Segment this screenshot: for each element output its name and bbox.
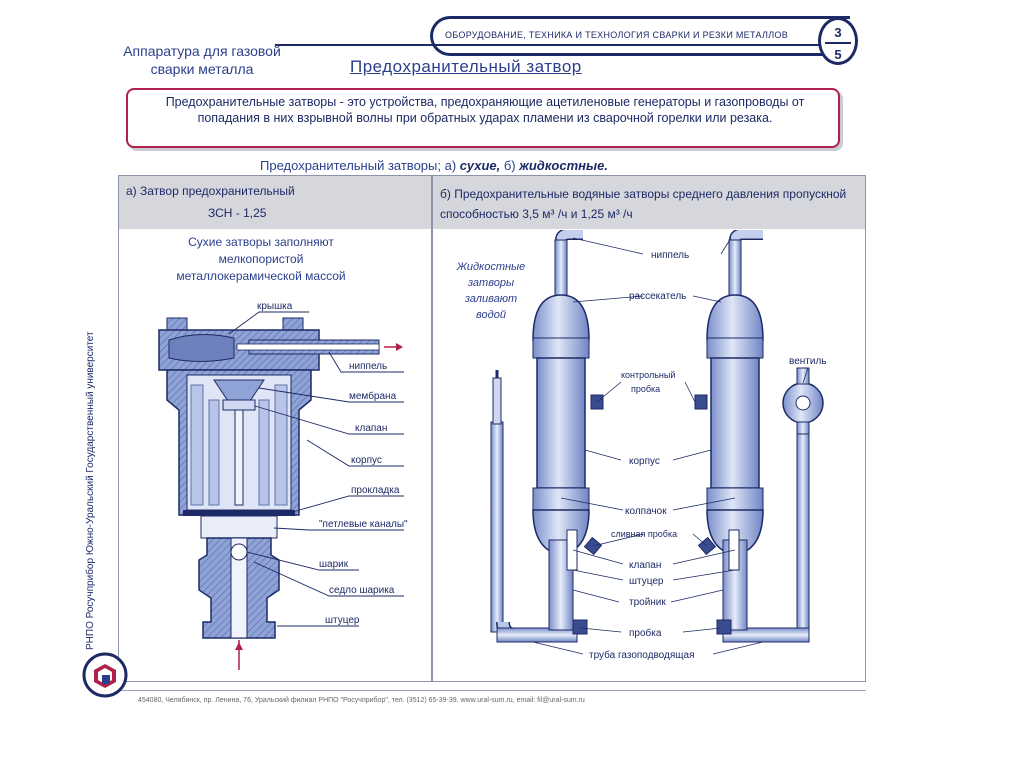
vertical-caption-text: РНПО Росучприбор Южно-Уральский Государс…: [85, 331, 96, 650]
label-ball-seat: седло шарика: [329, 585, 395, 596]
panel-a-head2: ЗСН - 1,25: [208, 206, 267, 220]
definition-box: [126, 88, 840, 148]
section-title: Аппаратура для газовой сварки металла: [102, 42, 302, 78]
panel-a-header: [119, 176, 431, 229]
label-gas-pipe: труба газоподводящая: [589, 649, 694, 661]
subtitle-dry: сухие,: [459, 158, 501, 173]
footer-address: 454080, Челябинск, пр. Ленина, 76, Ураль…: [138, 697, 585, 704]
liquid-note-line1: Жидкостные: [456, 261, 526, 273]
channels-block: [200, 515, 278, 539]
label-lid: крышка: [257, 301, 293, 312]
label-valve-b: клапан: [629, 560, 661, 571]
right-inlet-pipe: [796, 429, 810, 631]
right-nipple-pipe: [728, 239, 742, 301]
label-splitter: рассекатель: [629, 291, 686, 302]
label-gasket: прокладка: [351, 485, 400, 496]
series-text: ОБОРУДОВАНИЕ, ТЕХНИКА И ТЕХНОЛОГИЯ СВАРК…: [445, 30, 788, 40]
liquid-note-line2: затворы: [467, 277, 514, 289]
page-number: 3 5: [818, 17, 858, 65]
flow-arrow-in: [235, 642, 243, 650]
label-fitting: штуцер: [325, 615, 360, 626]
series-tag: [430, 16, 850, 56]
lid-cavity: [168, 333, 235, 362]
dry-note-line1: Сухие затворы заполняют: [188, 235, 334, 249]
liquid-lock-drawing: Жидкостные затворы заливают водой: [456, 230, 827, 661]
left-inlet-pipe: [490, 421, 504, 633]
label-control: контрольный: [621, 370, 675, 380]
label-valve: клапан: [355, 423, 387, 434]
right-cylinder-body: [710, 357, 760, 489]
page-title: Предохранительный затвор: [350, 57, 582, 76]
gasket: [183, 510, 295, 516]
flow-arrow-out: [396, 343, 403, 351]
rosuchpribor-logo: [82, 652, 128, 698]
label-body-b: корпус: [629, 456, 660, 467]
valve-stem: [234, 409, 244, 506]
subtitle-liquid: жидкостные.: [519, 158, 608, 173]
footer-rule: [118, 690, 866, 691]
left-nipple-pipe: [554, 239, 568, 301]
liquid-note-line3: заливают: [464, 293, 517, 305]
valve: [222, 399, 256, 411]
subtitle-mid: б): [500, 158, 516, 173]
liquid-note-line4: водой: [476, 309, 506, 321]
panel-divider: [431, 176, 433, 681]
subtitle-prefix: Предохранительный затворы; а): [260, 158, 457, 173]
label-body: корпус: [351, 455, 382, 466]
label-ball: шарик: [319, 559, 349, 570]
panel-a-head1: а) Затвор предохранительный: [126, 184, 295, 198]
dry-lock-drawing: Сухие затворы заполняют мелкопористой ме…: [158, 235, 408, 670]
label-nipple: ниппель: [349, 361, 387, 372]
section-title-line1: Аппаратура для газовой: [123, 43, 281, 59]
label-channels: "петлевые каналы": [319, 519, 408, 530]
dry-note-line3: металлокерамической массой: [176, 269, 345, 283]
ball: [230, 543, 248, 561]
label-fitting-b: штуцер: [629, 576, 664, 587]
label-membrane: мембрана: [349, 390, 397, 402]
page-number-bottom: 5: [834, 47, 842, 62]
section-title-line2: сварки металла: [150, 61, 254, 77]
page-number-top: 3: [834, 25, 842, 40]
subtitle: Предохранительный затворы; а) сухие, б) …: [260, 158, 608, 173]
header-rule: [275, 44, 820, 46]
definition-text: Предохранительные затворы - это устройст…: [165, 95, 805, 125]
label-drain-plug: сливная пробка: [611, 529, 677, 539]
dry-note-line2: мелкопористой: [219, 252, 304, 266]
vertical-caption: РНПО Росучприбор Южно-Уральский Государс…: [80, 160, 102, 650]
left-cylinder-body: [536, 357, 586, 489]
label-plug-control: пробка: [631, 384, 660, 394]
panel-b-header: [433, 176, 865, 229]
label-cap: колпачок: [625, 506, 667, 517]
panel-b-head: б) Предохранительные водяные затворы сре…: [440, 187, 847, 221]
right-control-plug: [694, 394, 708, 410]
label-tee: тройник: [629, 597, 666, 608]
label-nipple-b: ниппель: [651, 250, 689, 261]
label-valve-wheel: вентиль: [789, 356, 827, 367]
label-plug-b: пробка: [629, 627, 662, 639]
